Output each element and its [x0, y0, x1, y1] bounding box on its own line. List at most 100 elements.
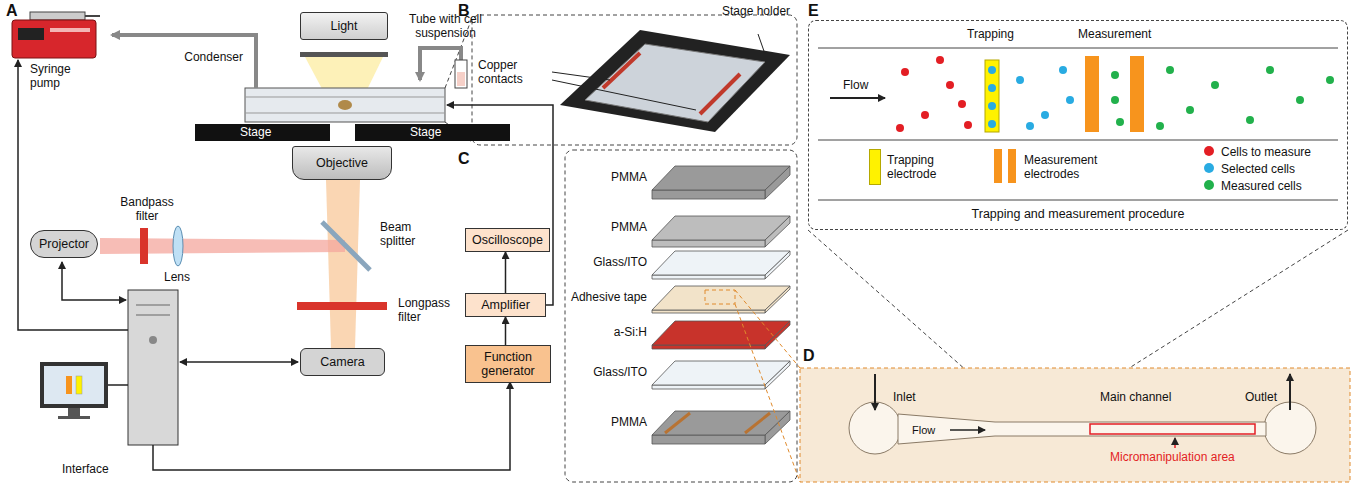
panel-letter: C [458, 150, 470, 168]
part-label: Measurement [1078, 27, 1151, 41]
part-label: Copper contacts [478, 58, 550, 86]
part-label: Longpass filter [398, 296, 460, 324]
drawing-circle [1111, 96, 1119, 104]
procedure-sketch [818, 48, 1338, 200]
drawing-polygon [560, 30, 790, 132]
node-text: Objective [301, 156, 383, 170]
layer-front [652, 275, 765, 279]
drawing-circle [936, 56, 944, 64]
node-text: Amplifier [472, 298, 539, 312]
drawing-path [108, 384, 128, 386]
syringe-pump-icon [12, 12, 100, 58]
part-label: a-Si:H [567, 325, 647, 339]
drawing-rect [472, 15, 797, 145]
part-label: Lens [164, 270, 190, 284]
node-text: Function generator [470, 350, 546, 378]
drawing-ellipse [173, 226, 183, 266]
node-text: Light [309, 19, 379, 33]
drawing-circle [1016, 76, 1024, 84]
drawing-line [552, 80, 696, 110]
drawing-rect [800, 368, 1350, 482]
drawing-circle [1059, 66, 1067, 74]
drawing-line [322, 222, 370, 270]
part-label: Outlet [1245, 390, 1277, 404]
drawing-circle [1211, 81, 1219, 89]
legend-swatch [1204, 180, 1214, 190]
part-label: Stage [240, 125, 271, 139]
drawing-circle [1326, 76, 1334, 84]
drawing-rect [12, 20, 96, 58]
drawing-rect [1090, 424, 1255, 434]
legend-text: Measurement electrodes [1024, 153, 1119, 181]
legend-text: Trapping electrode [887, 153, 962, 181]
drawing-circle [1246, 116, 1254, 124]
drawing-ellipse [338, 100, 352, 110]
chip-and-stage [112, 35, 510, 141]
layer-top [652, 321, 790, 345]
drawing-rect [455, 60, 467, 88]
layer-front [652, 435, 765, 444]
part-label: Main channel [1100, 390, 1171, 404]
part-label: Glass/ITO [567, 365, 647, 379]
part-label: Micromanipulation area [1110, 450, 1235, 464]
drawing-g [896, 56, 972, 132]
layer-stack [652, 166, 790, 444]
panel-letter: D [803, 347, 815, 365]
zoom-lines [705, 290, 800, 482]
drawing-path [153, 382, 510, 470]
drawing-line [552, 72, 610, 80]
drawing-rect [68, 408, 80, 416]
copper-strip [745, 413, 770, 433]
signal-arrow [505, 252, 507, 293]
drawing-rect [30, 12, 85, 20]
part-label: Flow [843, 78, 868, 92]
drawing-circle [901, 68, 909, 76]
drawing-line [818, 200, 1338, 201]
drawing-circle [1066, 96, 1074, 104]
drawing-rect [565, 150, 797, 482]
panel-letter: E [808, 2, 819, 20]
drawing-line [874, 374, 876, 410]
drawing-line [603, 53, 640, 88]
legend-swatch [869, 149, 881, 185]
drawing-path [18, 60, 128, 330]
drawing-g [1111, 66, 1334, 130]
microchannel [800, 368, 1350, 482]
drawing-polygon [326, 180, 360, 348]
swatch-bar [1008, 149, 1016, 183]
layer-front [652, 385, 765, 389]
drawing-line [735, 304, 800, 482]
drawing-circle [1116, 118, 1124, 126]
drawing-line [700, 74, 740, 114]
light-source-box: Light [300, 12, 388, 40]
legend-swatch [994, 149, 1016, 183]
drawing-path [180, 361, 298, 363]
drawing-rect [58, 416, 90, 419]
drawing-line [136, 305, 170, 306]
drawing-circle [958, 100, 966, 108]
swatch-bar [994, 149, 1002, 183]
layer-front [652, 190, 765, 199]
layer-top [652, 411, 790, 435]
drawing-line [818, 140, 1338, 141]
drawing-circle [988, 120, 996, 128]
part-label: Stage [410, 125, 441, 139]
stage-holder [552, 30, 790, 132]
drawing-path [898, 414, 1266, 444]
projector-box: Projector [30, 230, 98, 258]
part-label: Inlet [893, 390, 916, 404]
drawing-rect [128, 290, 178, 445]
part-label: Bandpass filter [112, 195, 182, 223]
drawing-rect [1085, 56, 1099, 132]
drawing-polygon [100, 238, 345, 254]
drawing-path [447, 105, 553, 305]
objective-box: Objective [292, 146, 392, 180]
drawing-circle [1186, 106, 1194, 114]
panel-letter: A [6, 2, 18, 20]
copper-strip [665, 413, 690, 433]
generator-box: Function generator [465, 345, 551, 383]
legend-text: Cells to measure [1221, 145, 1311, 159]
